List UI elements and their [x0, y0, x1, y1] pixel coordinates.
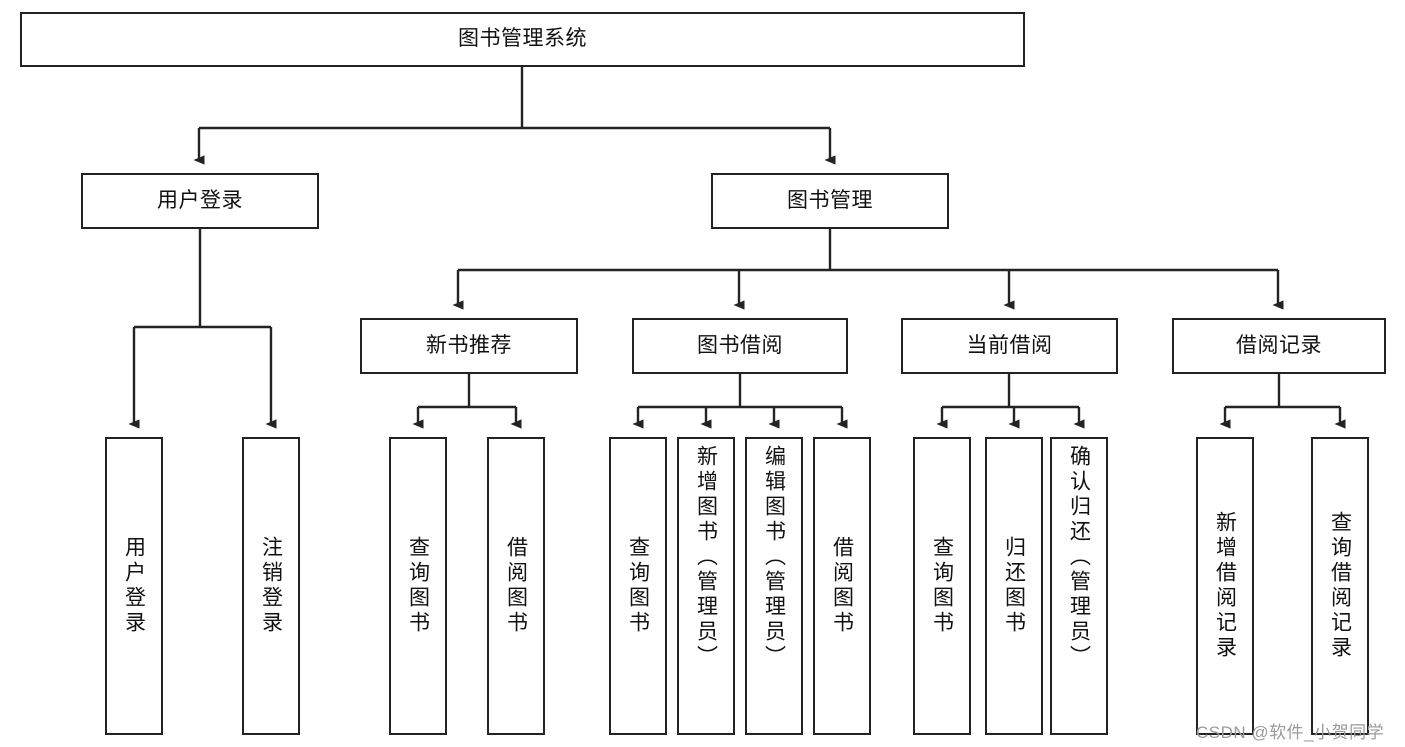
node-leaf-query-book-3-label: 查询图书: [930, 536, 954, 636]
node-book-management[interactable]: 图书管理: [711, 173, 949, 229]
node-root[interactable]: 图书管理系统: [20, 12, 1025, 67]
node-book-management-label: 图书管理: [787, 188, 873, 212]
node-root-label: 图书管理系统: [458, 27, 587, 51]
node-leaf-add-book-admin[interactable]: 新增图书（管理员）: [677, 437, 735, 735]
csdn-watermark: CSDN @软件_小贺同学: [1196, 723, 1385, 742]
node-leaf-borrow-book-1[interactable]: 借阅图书: [487, 437, 545, 735]
node-leaf-confirm-return-admin-label: 确认归还（管理员）: [1067, 445, 1091, 670]
node-leaf-borrow-book-2[interactable]: 借阅图书: [813, 437, 871, 735]
node-leaf-edit-book-admin-label: 编辑图书（管理员）: [762, 445, 786, 670]
node-leaf-add-book-admin-label: 新增图书（管理员）: [694, 445, 718, 670]
node-leaf-user-login-label: 用户登录: [122, 536, 146, 636]
node-leaf-borrow-book-2-label: 借阅图书: [830, 536, 854, 636]
node-book-borrow-label: 图书借阅: [697, 333, 783, 357]
node-leaf-add-borrow-record[interactable]: 新增借阅记录: [1196, 437, 1254, 735]
node-leaf-confirm-return-admin[interactable]: 确认归还（管理员）: [1050, 437, 1108, 735]
node-leaf-return-book-label: 归还图书: [1002, 536, 1026, 636]
node-new-book-recommend[interactable]: 新书推荐: [360, 318, 578, 374]
node-leaf-borrow-book-1-label: 借阅图书: [504, 536, 528, 636]
node-leaf-return-book[interactable]: 归还图书: [985, 437, 1043, 735]
node-leaf-add-borrow-record-label: 新增借阅记录: [1213, 511, 1237, 661]
node-leaf-query-borrow-record[interactable]: 查询借阅记录: [1311, 437, 1369, 735]
node-leaf-edit-book-admin[interactable]: 编辑图书（管理员）: [745, 437, 803, 735]
node-borrow-record-label: 借阅记录: [1236, 333, 1322, 357]
node-leaf-query-book-1[interactable]: 查询图书: [389, 437, 447, 735]
node-leaf-user-login[interactable]: 用户登录: [105, 437, 163, 735]
node-current-borrow[interactable]: 当前借阅: [901, 318, 1118, 374]
node-leaf-query-book-2-label: 查询图书: [626, 536, 650, 636]
node-leaf-query-book-1-label: 查询图书: [406, 536, 430, 636]
node-book-borrow[interactable]: 图书借阅: [632, 318, 848, 374]
node-user-login-label: 用户登录: [157, 188, 243, 212]
node-new-book-recommend-label: 新书推荐: [426, 333, 512, 357]
node-user-login[interactable]: 用户登录: [81, 173, 319, 229]
node-leaf-query-book-2[interactable]: 查询图书: [609, 437, 667, 735]
node-leaf-logout[interactable]: 注销登录: [242, 437, 300, 735]
node-leaf-query-borrow-record-label: 查询借阅记录: [1328, 511, 1352, 661]
node-current-borrow-label: 当前借阅: [966, 333, 1053, 357]
node-leaf-query-book-3[interactable]: 查询图书: [913, 437, 971, 735]
node-leaf-logout-label: 注销登录: [259, 536, 283, 636]
node-borrow-record[interactable]: 借阅记录: [1172, 318, 1386, 374]
